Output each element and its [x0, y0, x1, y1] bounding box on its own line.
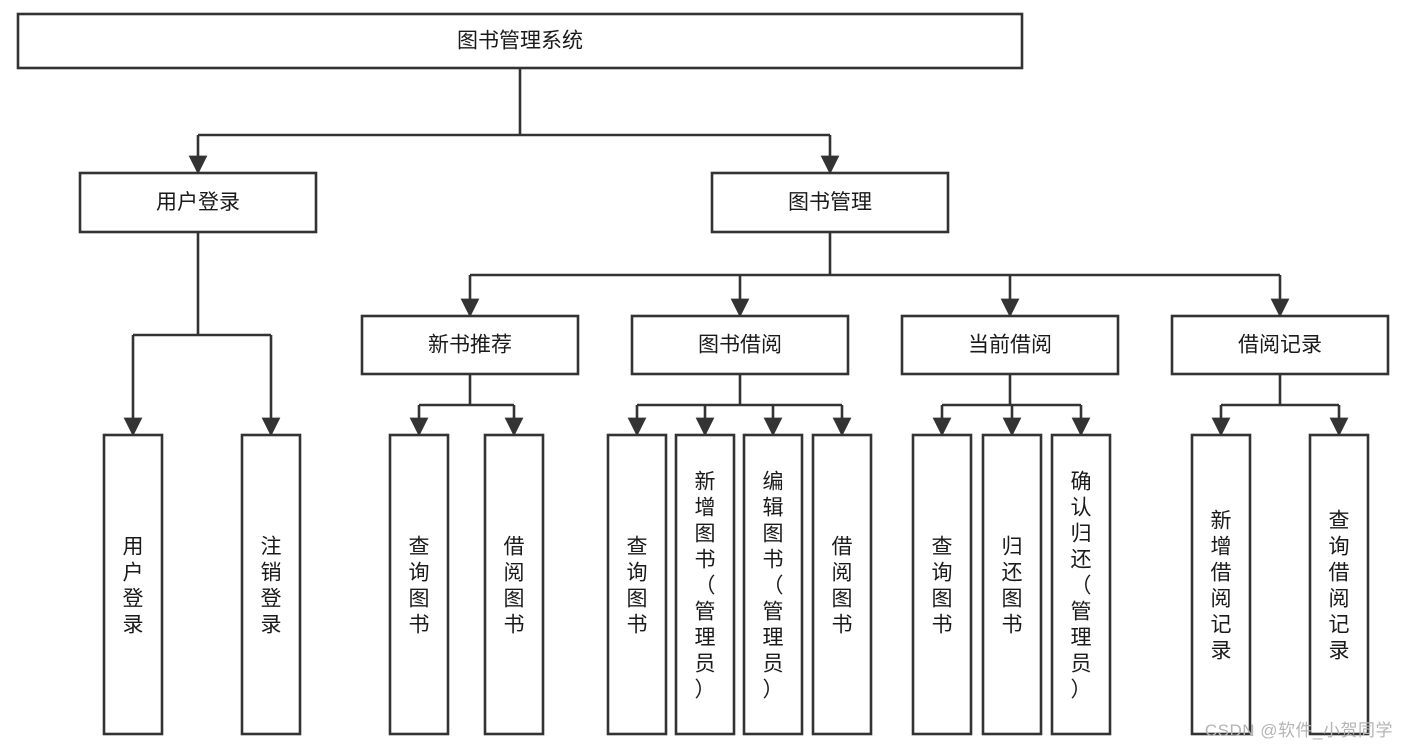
leaf-node-leaf-borrow-book[interactable]: 借阅图书	[811, 433, 873, 736]
node-book-management[interactable]: 图书管理	[710, 171, 950, 234]
node-user-login[interactable]: 用户登录	[78, 171, 318, 234]
leaf-node-leaf-return-book[interactable]: 归还图书	[981, 433, 1043, 736]
leaf-node-leaf-user-login[interactable]: 用户登录	[102, 433, 164, 736]
leaf-label: 新增图书（管理员）	[695, 470, 716, 701]
node-label: 新书推荐	[428, 334, 512, 357]
leaf-node-leaf-confirm-return[interactable]: 确认归还（管理员）	[1050, 433, 1112, 736]
leaf-label: 查询图书	[409, 535, 430, 636]
leaf-node-leaf-query-book-new[interactable]: 查询图书	[388, 433, 450, 736]
leaf-node-leaf-add-record[interactable]: 新增借阅记录	[1190, 433, 1252, 736]
leaf-label: 借阅图书	[832, 535, 853, 636]
node-current-borrow[interactable]: 当前借阅	[900, 314, 1120, 376]
leaf-label: 编辑图书（管理员）	[763, 470, 784, 701]
leaf-label: 新增借阅记录	[1211, 509, 1232, 662]
leaf-node-leaf-query-book-borrow[interactable]: 查询图书	[606, 433, 668, 736]
leaf-label: 查询图书	[932, 535, 953, 636]
node-label: 图书管理系统	[457, 30, 583, 53]
leaf-label: 注销登录	[261, 535, 282, 636]
leaf-node-leaf-logout[interactable]: 注销登录	[240, 433, 302, 736]
leaf-label: 用户登录	[123, 535, 144, 636]
leaf-node-leaf-query-book-cur[interactable]: 查询图书	[911, 433, 973, 736]
leaf-node-leaf-query-record[interactable]: 查询借阅记录	[1308, 433, 1370, 736]
node-borrow-record[interactable]: 借阅记录	[1170, 314, 1390, 376]
leaf-label: 借阅图书	[504, 535, 525, 636]
leaf-label: 确认归还（管理员）	[1071, 470, 1092, 701]
node-label: 借阅记录	[1238, 334, 1322, 357]
node-boxes: 图书管理系统用户登录图书管理新书推荐图书借阅当前借阅借阅记录用户登录注销登录查询…	[16, 12, 1390, 736]
node-book-borrow[interactable]: 图书借阅	[630, 314, 850, 376]
leaf-node-leaf-borrow-book-new[interactable]: 借阅图书	[483, 433, 545, 736]
node-label: 图书管理	[788, 191, 872, 214]
leaf-label: 查询图书	[627, 535, 648, 636]
connector-lines	[123, 68, 1349, 437]
node-label: 用户登录	[156, 191, 240, 214]
node-root-root[interactable]: 图书管理系统	[16, 12, 1024, 70]
leaf-node-leaf-add-book[interactable]: 新增图书（管理员）	[674, 433, 736, 736]
node-new-book-recommend[interactable]: 新书推荐	[360, 314, 580, 376]
csdn-watermark: CSDN @软件_小贺同学	[1204, 721, 1393, 740]
leaf-node-leaf-edit-book[interactable]: 编辑图书（管理员）	[742, 433, 804, 736]
node-label: 图书借阅	[698, 334, 782, 357]
leaf-label: 查询借阅记录	[1329, 509, 1350, 662]
leaf-label: 归还图书	[1002, 535, 1023, 636]
node-label: 当前借阅	[968, 334, 1052, 357]
